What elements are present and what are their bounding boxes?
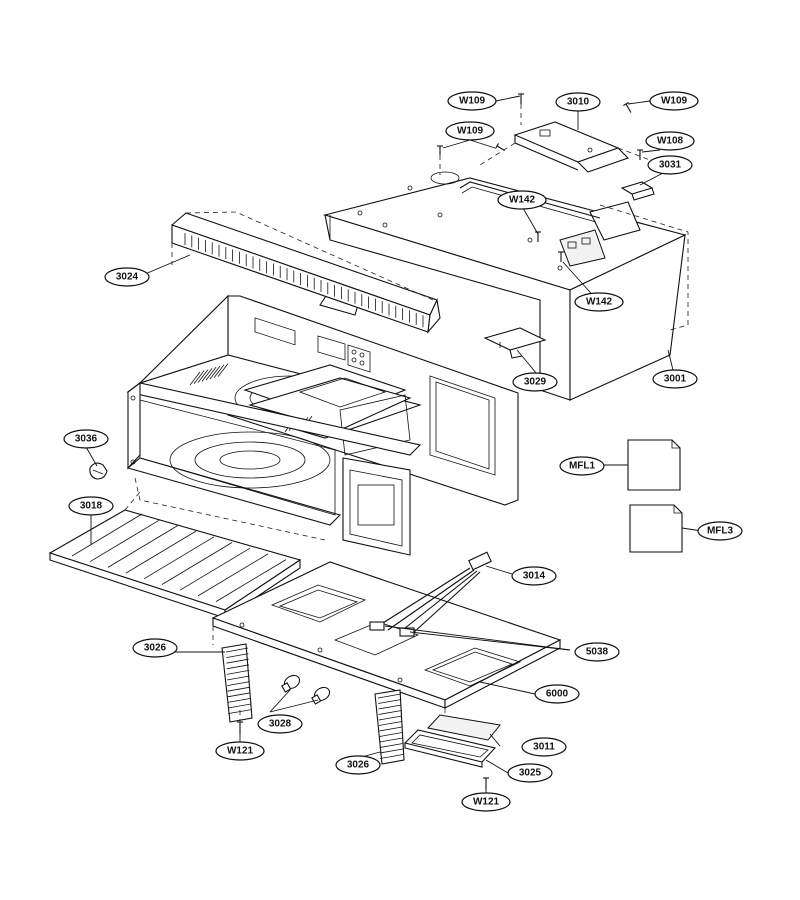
callout-3001: 3001: [652, 369, 698, 389]
bulbs-3028: [281, 674, 331, 705]
callout-w121-b: W121: [461, 792, 511, 812]
callout-3024: 3024: [104, 267, 150, 287]
callout-3010: 3010: [555, 92, 601, 112]
svg-text:W109: W109: [459, 96, 486, 107]
mfl1-card: [627, 439, 681, 491]
svg-text:3036: 3036: [75, 434, 98, 445]
svg-text:W121: W121: [227, 746, 254, 757]
base-plate-6000: [211, 561, 562, 730]
part-3036: [89, 462, 108, 480]
callout-3031: 3031: [647, 155, 693, 175]
callout-3018: 3018: [68, 496, 114, 516]
svg-text:W108: W108: [657, 136, 684, 147]
mfl3-card: [629, 504, 683, 553]
svg-text:W121: W121: [473, 797, 500, 808]
svg-text:6000: 6000: [546, 689, 569, 700]
svg-text:3028: 3028: [269, 719, 292, 730]
callout-3026-a: 3026: [132, 638, 178, 658]
screws-bottom: [237, 710, 489, 790]
inner-cavity: [138, 294, 519, 506]
svg-text:3025: 3025: [519, 768, 542, 779]
callout-w121-a: W121: [215, 741, 265, 761]
svg-text:3018: 3018: [80, 501, 103, 512]
callout-3026-b: 3026: [335, 755, 381, 775]
svg-text:MFL3: MFL3: [707, 526, 734, 537]
svg-text:3026: 3026: [144, 643, 167, 654]
filter-3026-a: [221, 643, 253, 723]
svg-text:W109: W109: [661, 96, 688, 107]
svg-text:3011: 3011: [533, 742, 555, 753]
svg-text:3014: 3014: [523, 571, 546, 582]
svg-text:5038: 5038: [586, 647, 609, 658]
callout-3028: 3028: [257, 714, 303, 734]
lamp-cover-3011: [427, 714, 501, 741]
leader-lines: [85, 95, 703, 794]
screws-top: [437, 93, 643, 262]
svg-text:3010: 3010: [567, 97, 590, 108]
bracket-3029: [483, 327, 547, 359]
callout-w142-b: W142: [574, 292, 624, 312]
lamp-holder-3025: [403, 729, 497, 768]
harness-3014: [369, 551, 492, 637]
callout-w108: W108: [645, 131, 695, 151]
callout-6000: 6000: [534, 684, 580, 704]
small-bracket-3031: [620, 181, 655, 201]
callout-w109-b: W109: [649, 91, 699, 111]
svg-text:3029: 3029: [524, 377, 547, 388]
svg-text:W142: W142: [586, 297, 613, 308]
callout-3014: 3014: [511, 566, 557, 586]
callout-w142-a: W142: [497, 190, 547, 210]
callout-5038: 5038: [574, 642, 620, 662]
top-bracket-3010: [479, 121, 651, 173]
callout-3029: 3029: [512, 372, 558, 392]
callout-3036: 3036: [63, 429, 109, 449]
callout-mfl1: MFL1: [559, 456, 605, 476]
svg-text:W142: W142: [509, 195, 536, 206]
vent-grille-3024: [170, 211, 441, 334]
svg-text:MFL1: MFL1: [569, 461, 596, 472]
svg-text:3026: 3026: [347, 760, 370, 771]
callout-w109-c: W109: [445, 121, 495, 141]
svg-text:W109: W109: [457, 126, 484, 137]
svg-text:3031: 3031: [659, 160, 682, 171]
callout-mfl3: MFL3: [697, 521, 743, 541]
svg-text:3001: 3001: [664, 374, 687, 385]
svg-text:3024: 3024: [116, 272, 139, 283]
callout-3011: 3011: [521, 737, 567, 757]
callout-w109-a: W109: [447, 91, 497, 111]
front-frame: [126, 381, 422, 556]
callout-3025: 3025: [507, 763, 553, 783]
filter-3026-b: [374, 689, 405, 765]
